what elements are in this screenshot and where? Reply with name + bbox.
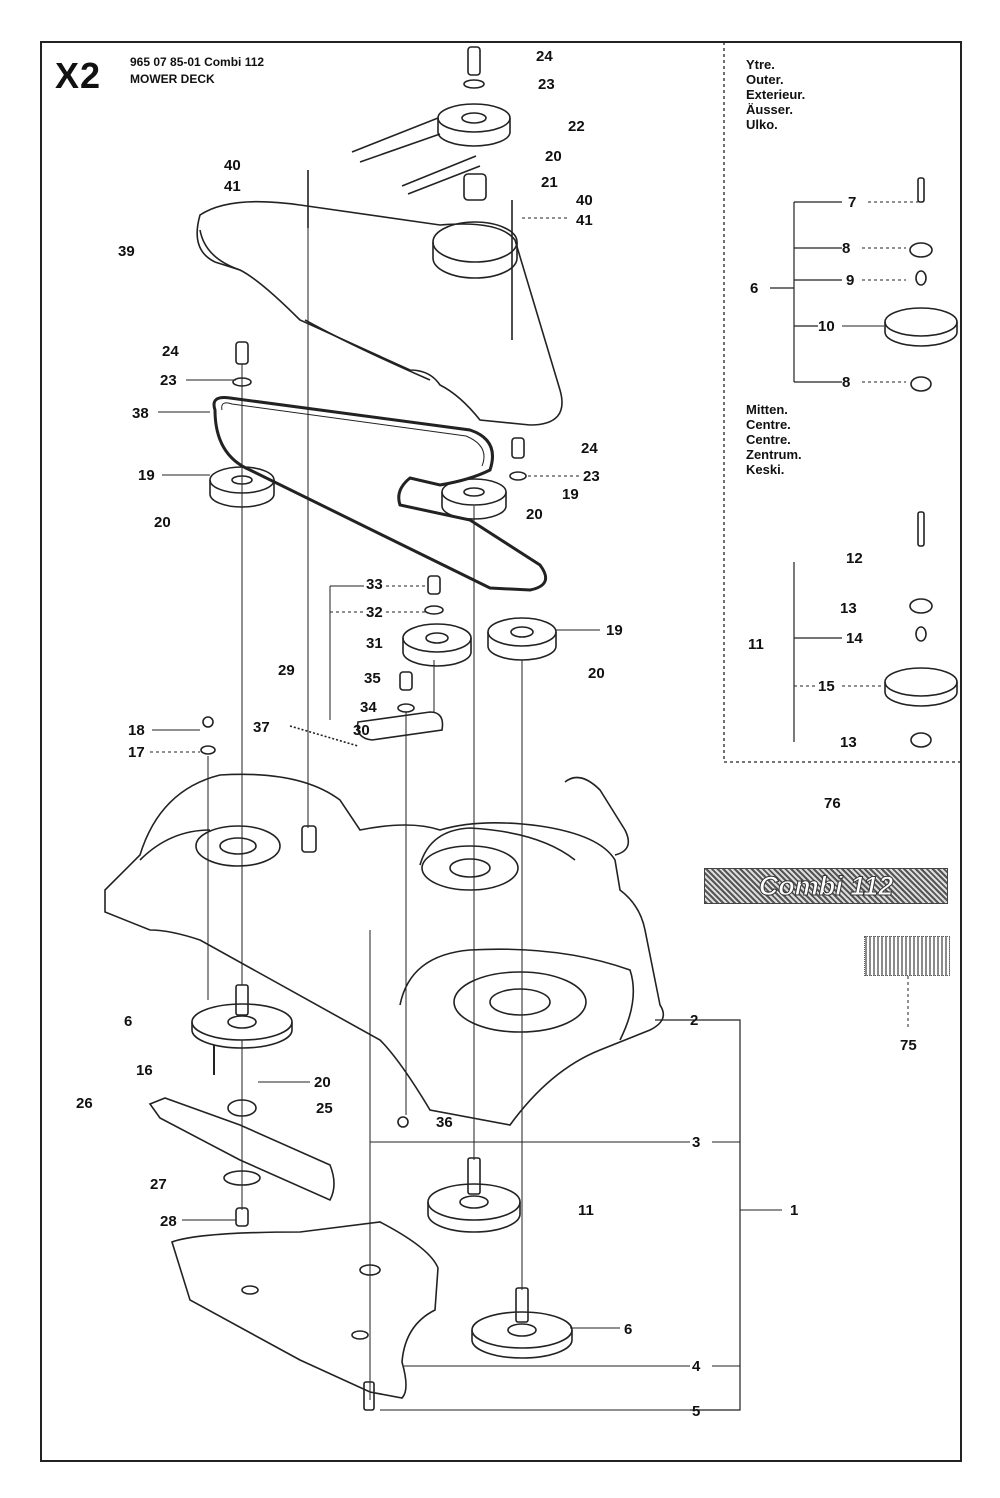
callout-label: 3 <box>692 1134 701 1151</box>
drive-belt <box>212 396 548 592</box>
callout-label: 38 <box>132 405 149 422</box>
page-title: MOWER DECK <box>130 72 215 86</box>
callout-label: 14 <box>846 630 863 647</box>
callout-label: 24 <box>536 48 553 65</box>
callout-label: 20 <box>545 148 562 165</box>
mower-deck <box>104 773 665 1126</box>
callout-label: 20 <box>154 514 171 531</box>
callout-label: 11 <box>578 1202 594 1219</box>
callout-label: 24 <box>162 343 179 360</box>
pulley-centre <box>441 437 527 520</box>
centre-language-list: Mitten. Centre. Centre. Zentrum. Keski. <box>746 402 802 477</box>
callout-label: 24 <box>581 440 598 457</box>
callout-label: 8 <box>842 374 851 391</box>
callout-label: 5 <box>692 1403 701 1420</box>
blade <box>148 1097 335 1202</box>
lang-item: Ytre. <box>746 57 775 72</box>
callout-label: 12 <box>846 550 863 567</box>
inset-box <box>723 42 962 763</box>
spindle-centre <box>427 1157 521 1233</box>
idler-pulley <box>402 575 472 667</box>
lang-item: Outer. <box>746 72 784 87</box>
callout-label: 41 <box>224 178 241 195</box>
lang-item: Mitten. <box>746 402 788 417</box>
idler-arm <box>356 711 444 741</box>
lang-item: Centre. <box>746 432 791 447</box>
spindle-right <box>471 1287 573 1359</box>
callout-label: 29 <box>278 662 295 679</box>
callout-label: 30 <box>353 722 370 739</box>
callout-label: 6 <box>624 1321 633 1338</box>
callout-label: 75 <box>900 1037 917 1054</box>
section-code: X2 <box>55 55 102 96</box>
callout-label: 22 <box>568 118 585 135</box>
callout-label: 35 <box>364 670 381 687</box>
callout-label: 1 <box>790 1202 799 1219</box>
diagram-frame <box>40 41 962 1462</box>
callout-label: 20 <box>588 665 605 682</box>
lang-item: Centre. <box>746 417 791 432</box>
callout-label: 26 <box>76 1095 93 1112</box>
pulley-right <box>487 617 557 661</box>
callout-label: 23 <box>583 468 600 485</box>
top-pulley-group <box>351 46 511 201</box>
callout-label: 2 <box>690 1012 699 1029</box>
callout-label: 23 <box>160 372 177 389</box>
callout-label: 32 <box>366 604 383 621</box>
callout-label: 34 <box>360 699 377 716</box>
decal <box>864 936 950 976</box>
lang-item: Äusser. <box>746 102 793 117</box>
callout-label: 27 <box>150 1176 167 1193</box>
callout-label: 40 <box>224 157 241 174</box>
callout-label: 41 <box>576 212 593 229</box>
callout-label: 31 <box>366 635 383 652</box>
callout-label: 37 <box>253 719 270 736</box>
callout-label: 19 <box>138 467 155 484</box>
callout-label: 39 <box>118 243 135 260</box>
callout-label: 33 <box>366 576 383 593</box>
callout-label: 20 <box>526 506 543 523</box>
spindle-left <box>191 984 293 1049</box>
callout-label: 7 <box>848 194 857 211</box>
callout-label: 19 <box>606 622 623 639</box>
callout-label: 17 <box>128 744 145 761</box>
part-code: 965 07 85-01 Combi 112 <box>130 55 265 69</box>
callout-label: 19 <box>562 486 579 503</box>
callout-label: 23 <box>538 76 555 93</box>
callout-label: 8 <box>842 240 851 257</box>
callout-label: 20 <box>314 1074 331 1091</box>
front-deflector <box>171 1221 439 1399</box>
callout-label: 28 <box>160 1213 177 1230</box>
callout-label: 16 <box>136 1062 153 1079</box>
callout-label: 40 <box>576 192 593 209</box>
model-badge: Combi 112 <box>704 868 948 904</box>
lang-item: Keski. <box>746 462 785 477</box>
callout-label: 9 <box>846 272 855 289</box>
callout-label: 11 <box>748 636 764 653</box>
lang-item: Ulko. <box>746 117 778 132</box>
belt-cover <box>196 200 563 426</box>
callout-label: 76 <box>824 795 841 812</box>
callout-label: 6 <box>124 1013 133 1030</box>
lang-item: Zentrum. <box>746 447 802 462</box>
callout-label: 10 <box>818 318 835 335</box>
lang-item: Exterieur. <box>746 87 806 102</box>
callout-label: 21 <box>541 174 558 191</box>
badge-text: Combi 112 <box>758 871 894 902</box>
outer-language-list: Ytre. Outer. Exterieur. Äusser. Ulko. <box>746 57 805 132</box>
callout-label: 25 <box>316 1100 333 1117</box>
callout-label: 13 <box>840 600 857 617</box>
callout-label: 15 <box>818 678 835 695</box>
callout-label: 13 <box>840 734 857 751</box>
callout-label: 36 <box>436 1114 453 1131</box>
callout-label: 4 <box>692 1358 701 1375</box>
callout-label: 6 <box>750 280 759 297</box>
callout-label: 18 <box>128 722 145 739</box>
